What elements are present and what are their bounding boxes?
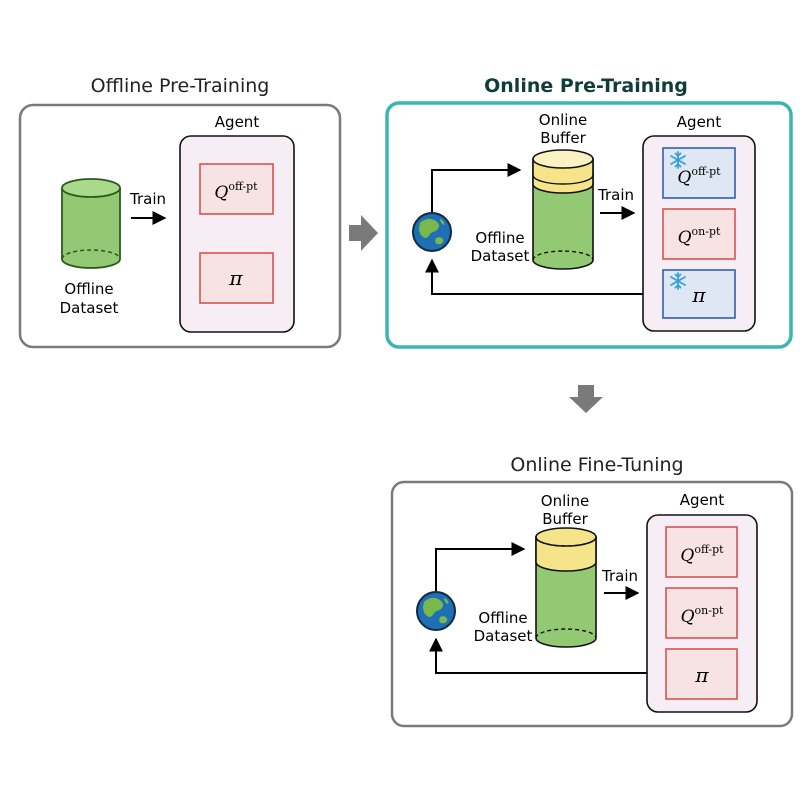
offline-q-symbol: Q	[214, 183, 228, 203]
svg-text:Qoff-pt: Qoff-pt	[214, 180, 258, 203]
online-pre-globe-icon	[412, 212, 452, 252]
online-ft-dataset-label-line1: Offline	[478, 609, 527, 627]
offline-q-superscript: off-pt	[228, 180, 258, 193]
offline-agent-label: Agent	[215, 113, 260, 131]
online-pre-policy-to-env-arrow	[425, 258, 664, 295]
online-pre-q1-symbol: Q	[677, 168, 691, 188]
online-pre-dataset-label-line1: Offline	[475, 229, 524, 247]
online-pre-q2-symbol: Q	[678, 228, 692, 248]
online-pre-q2-superscript: on-pt	[692, 225, 721, 238]
offline-train-label: Train	[129, 190, 166, 208]
online-ft-q1-symbol: Q	[680, 546, 694, 566]
online-ft-q-offpt-module	[665, 526, 738, 578]
online-ft-globe-icon	[416, 591, 456, 631]
online-ft-pi-module	[665, 648, 738, 700]
online-ft-env-to-buffer-arrow	[435, 542, 526, 591]
online-ft-train-label: Train	[601, 567, 638, 585]
online-ft-buffer-cylinder-icon	[535, 527, 597, 648]
online-pre-buffer-label-line2: Buffer	[540, 129, 586, 147]
online-finetuning-panel: Online Fine-Tuning Online Buffer Offline…	[390, 454, 794, 728]
stage-arrow-right-icon	[349, 215, 378, 251]
online-ft-q2-superscript: on-pt	[695, 604, 724, 617]
online-pre-buffer-cylinder-icon	[532, 149, 594, 270]
online-pre-pi-module	[662, 269, 736, 319]
offline-pi-symbol: π	[228, 266, 243, 290]
online-ft-agent-label: Agent	[680, 491, 725, 509]
online-ft-dataset-label-line2: Dataset	[474, 627, 533, 645]
online-pre-q1-superscript: off-pt	[691, 165, 721, 178]
online-pre-buffer-label-line1: Online	[539, 111, 587, 129]
online-ft-pi-symbol: π	[694, 663, 709, 687]
offline-dataset-label-line1: Offline	[64, 280, 113, 298]
offline-dataset-cylinder-icon	[61, 178, 121, 269]
online-ft-q2-symbol: Q	[681, 607, 695, 627]
online-pretraining-panel: Online Pre-Training Online Buffer Offlin…	[385, 75, 793, 349]
online-pre-q-offpt-module	[662, 147, 736, 199]
online-pre-env-to-buffer-arrow	[431, 163, 522, 212]
stage-arrow-down-icon	[569, 385, 603, 413]
online-ft-q-onpt-module	[665, 587, 738, 639]
online-pre-train-label: Train	[597, 186, 634, 204]
online-pre-agent-label: Agent	[677, 113, 722, 131]
svg-text:Qoff-pt: Qoff-pt	[677, 165, 721, 188]
online-pretraining-title: Online Pre-Training	[484, 75, 688, 97]
svg-text:Qoff-pt: Qoff-pt	[680, 543, 724, 566]
online-ft-buffer-label-line1: Online	[541, 492, 589, 510]
online-ft-q1-superscript: off-pt	[694, 543, 724, 556]
online-ft-buffer-label-line2: Buffer	[542, 510, 588, 528]
svg-text:Qon-pt: Qon-pt	[681, 604, 724, 627]
svg-text:Qon-pt: Qon-pt	[678, 225, 721, 248]
online-pre-pi-symbol: π	[691, 283, 706, 307]
offline-pi-module	[199, 252, 274, 304]
online-pre-q-onpt-module	[662, 208, 736, 260]
offline-q-module	[199, 163, 274, 215]
online-pre-dataset-label-line2: Dataset	[471, 247, 530, 265]
online-ft-policy-to-env-arrow	[429, 637, 667, 674]
offline-pretraining-panel: Offline Pre-Training Offline Dataset Tra…	[18, 75, 342, 349]
offline-pretraining-title: Offline Pre-Training	[91, 75, 270, 97]
offline-dataset-label-line2: Dataset	[60, 299, 119, 317]
online-finetuning-title: Online Fine-Tuning	[510, 454, 683, 476]
